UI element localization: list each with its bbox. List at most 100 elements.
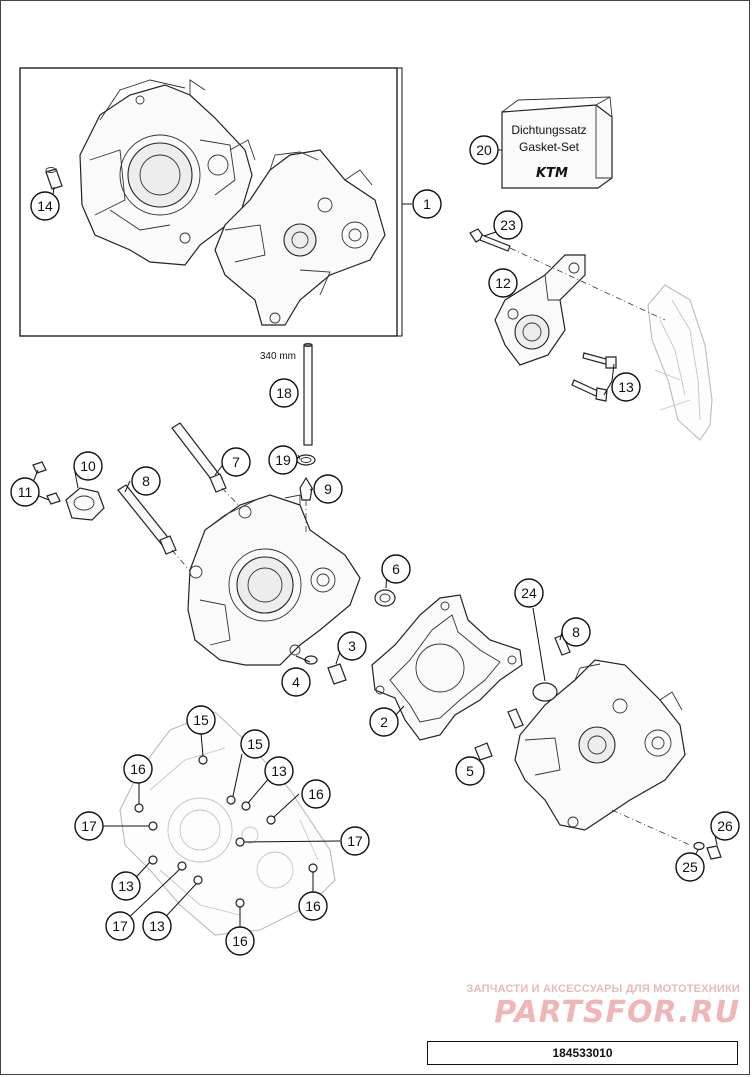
dowels-right-illustration [474, 634, 571, 761]
callout-8-right: 8 [561, 617, 591, 647]
svg-text:25: 25 [682, 859, 698, 875]
callout-14: 14 [30, 191, 60, 221]
dowel-pin-14 [45, 167, 63, 190]
svg-text:13: 13 [149, 918, 165, 934]
part-number-box: 184533010 [427, 1041, 738, 1065]
svg-text:7: 7 [232, 454, 240, 470]
callout-4: 4 [281, 667, 311, 697]
callout-2: 2 [369, 707, 399, 737]
callout-13-c: 13 [142, 911, 172, 941]
callout-3: 3 [337, 631, 367, 661]
studs-7-8-illustration [117, 422, 249, 579]
svg-text:16: 16 [130, 761, 146, 777]
callout-17-a: 17 [74, 811, 104, 841]
callout-13-b: 13 [111, 871, 141, 901]
callout-12: 12 [488, 268, 518, 298]
svg-text:6: 6 [392, 561, 400, 577]
crankcase-left-half-illustration [79, 79, 256, 266]
callout-8: 8 [131, 466, 161, 496]
callout-17-b: 17 [340, 826, 370, 856]
svg-text:14: 14 [37, 198, 53, 214]
svg-text:17: 17 [112, 918, 128, 934]
svg-text:10: 10 [80, 458, 96, 474]
callout-5: 5 [455, 756, 485, 786]
svg-text:16: 16 [232, 933, 248, 949]
bearing-6-illustration [374, 589, 396, 607]
callout-16-a: 16 [123, 754, 153, 784]
svg-text:13: 13 [118, 878, 134, 894]
svg-text:16: 16 [305, 898, 321, 914]
svg-text:24: 24 [521, 585, 537, 601]
crankcase-gasket-2 [371, 594, 523, 741]
svg-text:16: 16 [308, 786, 324, 802]
svg-text:5: 5 [466, 763, 474, 779]
callout-19: 19 [268, 445, 298, 475]
gasket-set-box: Dichtungssatz Gasket-Set KTM [501, 96, 613, 189]
svg-text:13: 13 [271, 763, 287, 779]
leader-lines [28, 67, 718, 938]
svg-text:18: 18 [276, 385, 292, 401]
callout-15-b: 15 [240, 729, 270, 759]
callout-6: 6 [381, 554, 411, 584]
svg-text:4: 4 [292, 674, 300, 690]
bolt-13-lower-illustration [571, 379, 608, 402]
callout-15-a: 15 [186, 705, 216, 735]
watermark-tagline: ЗАПЧАСТИ И АКСЕССУАРЫ ДЛЯ МОТОТЕХНИКИ [466, 983, 740, 995]
callout-23: 23 [493, 210, 523, 240]
svg-text:2: 2 [380, 714, 388, 730]
svg-text:23: 23 [500, 217, 516, 233]
callout-10: 10 [73, 451, 103, 481]
crankcase-right-half-main [514, 659, 686, 831]
svg-text:3: 3 [348, 638, 356, 654]
callout-20: 20 [469, 135, 499, 165]
callout-25: 25 [675, 852, 705, 882]
svg-text:9: 9 [324, 481, 332, 497]
frame-ghost-illustration [647, 284, 713, 441]
svg-text:8: 8 [142, 473, 150, 489]
crankcase-assembly-box [19, 67, 398, 337]
bolt-13-upper-illustration [582, 352, 617, 369]
callout-16-d: 16 [225, 926, 255, 956]
crankcase-left-half-main [187, 494, 361, 666]
gasket-set-label-en: Gasket-Set [519, 140, 580, 154]
bracket-12-illustration [494, 254, 586, 366]
svg-text:20: 20 [476, 142, 492, 158]
svg-text:15: 15 [247, 736, 263, 752]
svg-text:1: 1 [423, 196, 431, 212]
svg-text:8: 8 [572, 624, 580, 640]
callout-26: 26 [710, 811, 740, 841]
svg-text:17: 17 [81, 818, 97, 834]
svg-text:19: 19 [275, 452, 291, 468]
bolt-23-illustration [469, 228, 511, 252]
callout-13-a: 13 [264, 756, 294, 786]
svg-text:17: 17 [347, 833, 363, 849]
callout-7: 7 [221, 447, 251, 477]
callout-18: 18 [269, 378, 299, 408]
callout-1: 1 [412, 189, 442, 219]
washer-25-nut-26 [693, 841, 722, 860]
cover-10-illustration [65, 487, 105, 521]
callout-16-b: 16 [301, 779, 331, 809]
plug-3-4-illustration [304, 655, 347, 685]
hose-clamp-19 [296, 454, 316, 466]
svg-text:26: 26 [717, 818, 733, 834]
gasket-set-label-de: Dichtungssatz [511, 123, 586, 137]
svg-text:15: 15 [193, 712, 209, 728]
callout-16-c: 16 [298, 891, 328, 921]
nipple-9-illustration [299, 476, 313, 532]
callout-24: 24 [514, 578, 544, 608]
circlip-24-illustration [532, 682, 558, 702]
callout-11: 11 [10, 477, 40, 507]
screws-11-illustration [32, 461, 61, 505]
svg-text:11: 11 [18, 484, 33, 500]
watermark-logo: PARTSFOR.RU [494, 995, 740, 1030]
callout-13-top: 13 [611, 372, 641, 402]
tube-length-label: 340 mm [260, 351, 296, 362]
crankcase-right-half-illustration [214, 149, 386, 326]
svg-text:12: 12 [495, 275, 511, 291]
svg-text:13: 13 [618, 379, 634, 395]
ktm-logo: KTM [536, 166, 568, 181]
callout-9: 9 [313, 474, 343, 504]
